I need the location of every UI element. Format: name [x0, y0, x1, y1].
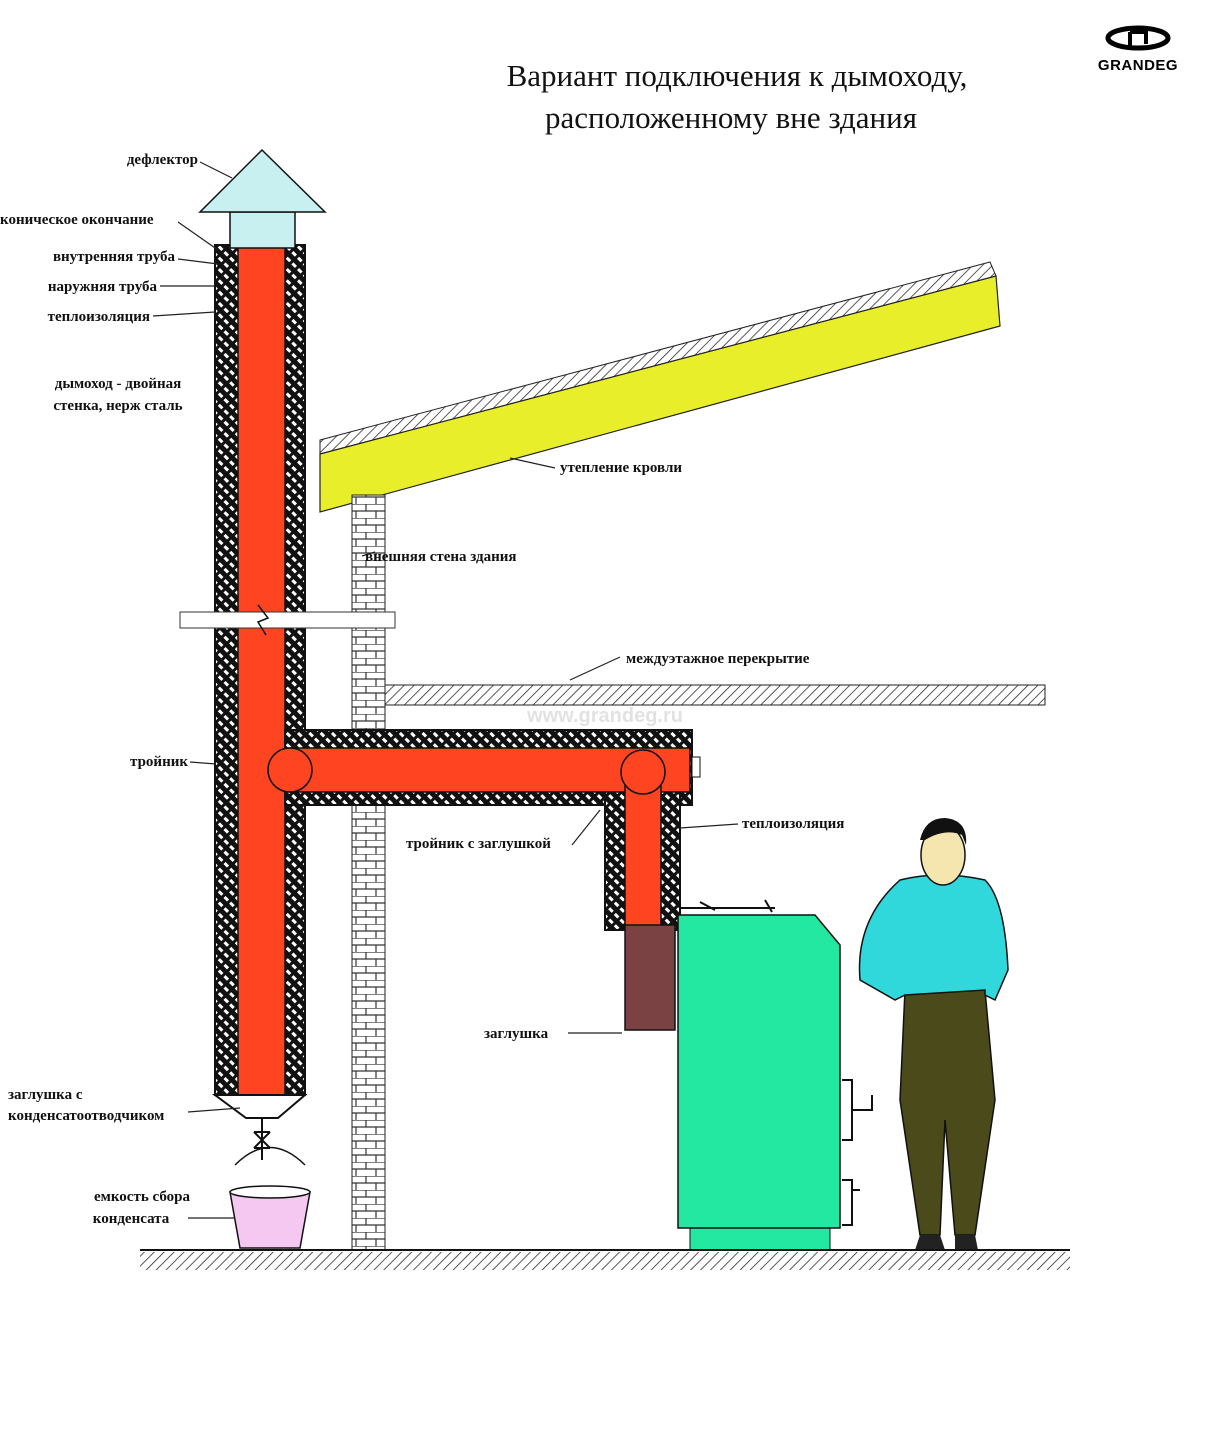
title-line-2: расположенному вне здания [545, 100, 917, 135]
condensate-bucket [229, 1146, 311, 1249]
ground [140, 1249, 1070, 1270]
tee-horizontal [267, 729, 701, 1031]
label-condensate-tank-line-1: емкость сбора [94, 1189, 191, 1205]
label-tee-with-plug: тройник с заглушкой [406, 836, 551, 852]
plug [624, 924, 676, 1031]
person-figure [858, 818, 1009, 1250]
label-chimney-line-1: дымоход - двойная [55, 376, 182, 392]
roof [319, 261, 1001, 513]
boiler-door-handle-icon [842, 1079, 873, 1141]
label-insulation-top: теплоизоляция [48, 309, 150, 325]
chimney [211, 244, 308, 1160]
label-insulation-right: теплоизоляция [742, 816, 844, 832]
label-condensate-plug-line-1: заглушка с [8, 1087, 83, 1103]
label-deflector: дефлектор [127, 152, 198, 168]
label-tee: тройник [130, 754, 188, 770]
deflector [198, 148, 327, 249]
label-inner-pipe: внутренняя труба [53, 249, 176, 265]
grandeg-logo: GRANDEG [1098, 25, 1178, 74]
logo-text: GRANDEG [1098, 57, 1178, 74]
valve-icon [253, 1131, 271, 1149]
boiler [677, 899, 873, 1251]
label-roof-insulation: утепление кровли [560, 460, 682, 476]
leader-lines [152, 161, 739, 1219]
watermark: www.grandeg.ru [526, 705, 683, 727]
label-plug: заглушка [484, 1026, 549, 1042]
label-chimney-line-2: стенка, нерж сталь [53, 398, 182, 414]
label-floor-slab: междуэтажное перекрытие [626, 651, 810, 667]
label-outer-pipe: наружняя труба [48, 279, 158, 295]
label-outer-wall: внешняя стена здания [365, 549, 517, 565]
label-condensate-tank-line-2: конденсата [93, 1211, 170, 1227]
title-line-1: Вариант подключения к дымоходу, [507, 58, 968, 93]
label-condensate-plug-line-2: конденсатоотводчиком [8, 1108, 164, 1124]
break-line [179, 604, 396, 636]
label-conical-end: коническое окончание [0, 212, 154, 228]
outer-wall [351, 494, 386, 1251]
floor-slab [384, 684, 1046, 706]
